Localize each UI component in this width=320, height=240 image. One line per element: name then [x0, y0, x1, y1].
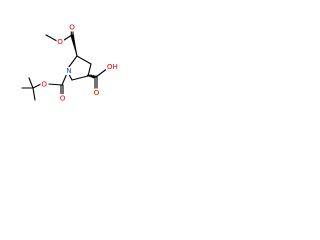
bond-c2-c3: [76, 55, 92, 65]
bond-tbu-c-me3: [28, 77, 34, 89]
atom-acid-carbonyl-o: O: [94, 88, 100, 97]
bond-boc-c-o: [47, 83, 63, 86]
bonds: [21, 28, 109, 101]
atom-ester-carbonyl-o: O: [69, 23, 75, 32]
atom-boc-o: O: [41, 80, 47, 89]
bond-c3-c4: [87, 63, 92, 77]
stereo-wedge-bond: [70, 34, 78, 57]
bond-o-tbu-c: [32, 83, 42, 89]
atom-ester-o: O: [57, 37, 63, 46]
bond-methyl-o: [45, 34, 58, 42]
bond-tbu-c-me2: [32, 87, 36, 101]
atom-acid-oh: OH: [107, 62, 118, 71]
bond-n-c2: [67, 55, 78, 69]
atom-boc-carbonyl-o: O: [60, 93, 66, 102]
bond-o-ester-c: [61, 34, 73, 42]
molecule-structure: O O N O OH O O: [21, 23, 120, 102]
atom-labels: O O N O OH O O: [40, 23, 120, 102]
atom-ring-n: N: [66, 66, 71, 75]
bond-c4-c5: [71, 75, 89, 81]
bond-n-boc-c: [61, 73, 68, 86]
